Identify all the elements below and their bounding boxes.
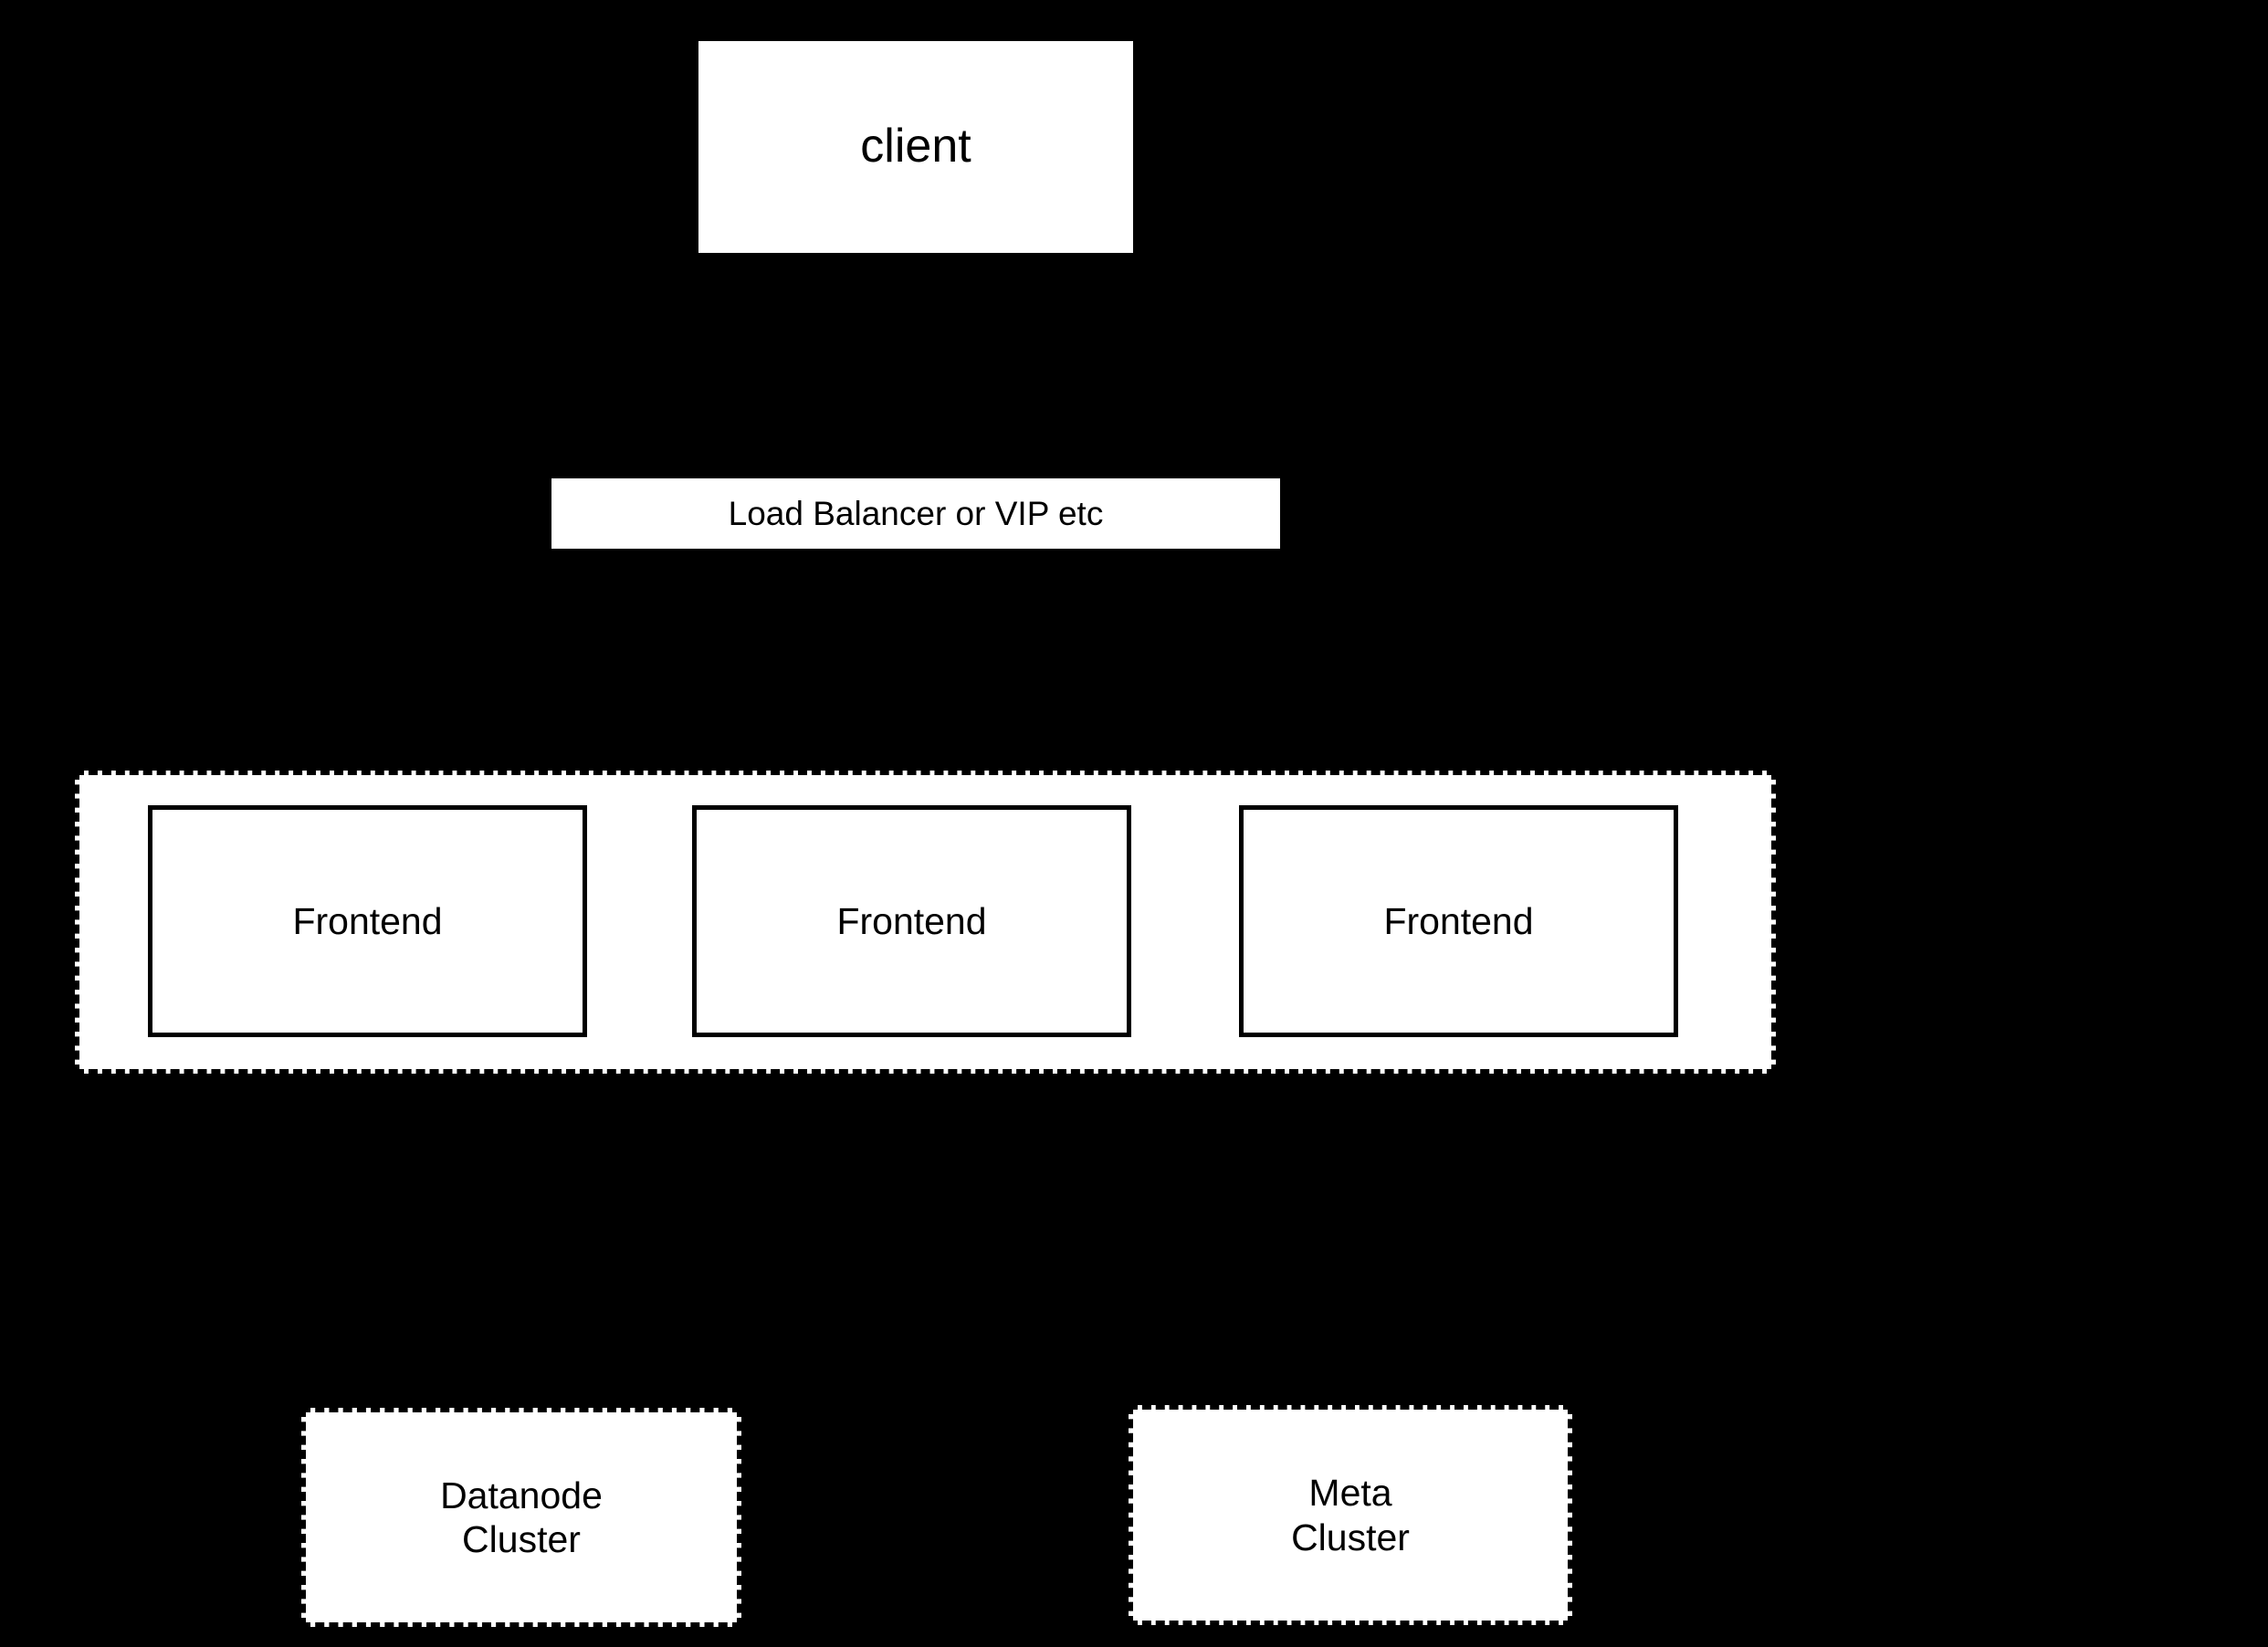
node-client[interactable]: client <box>698 41 1133 253</box>
node-datanode-cluster-label: Datanode Cluster <box>440 1474 603 1560</box>
node-frontend-1[interactable]: Frontend <box>148 805 587 1037</box>
node-load-balancer[interactable]: Load Balancer or VIP etc <box>551 478 1280 549</box>
node-frontend-3-label: Frontend <box>1383 899 1534 942</box>
node-load-balancer-label: Load Balancer or VIP etc <box>728 494 1104 532</box>
node-frontend-2[interactable]: Frontend <box>692 805 1131 1037</box>
node-datanode-cluster[interactable]: Datanode Cluster <box>301 1408 741 1627</box>
node-client-label: client <box>860 120 971 173</box>
node-frontend-1-label: Frontend <box>292 899 443 942</box>
node-frontend-2-label: Frontend <box>836 899 987 942</box>
node-meta-cluster-label: Meta Cluster <box>1291 1472 1410 1558</box>
node-meta-cluster[interactable]: Meta Cluster <box>1129 1405 1572 1625</box>
node-frontend-3[interactable]: Frontend <box>1239 805 1678 1037</box>
